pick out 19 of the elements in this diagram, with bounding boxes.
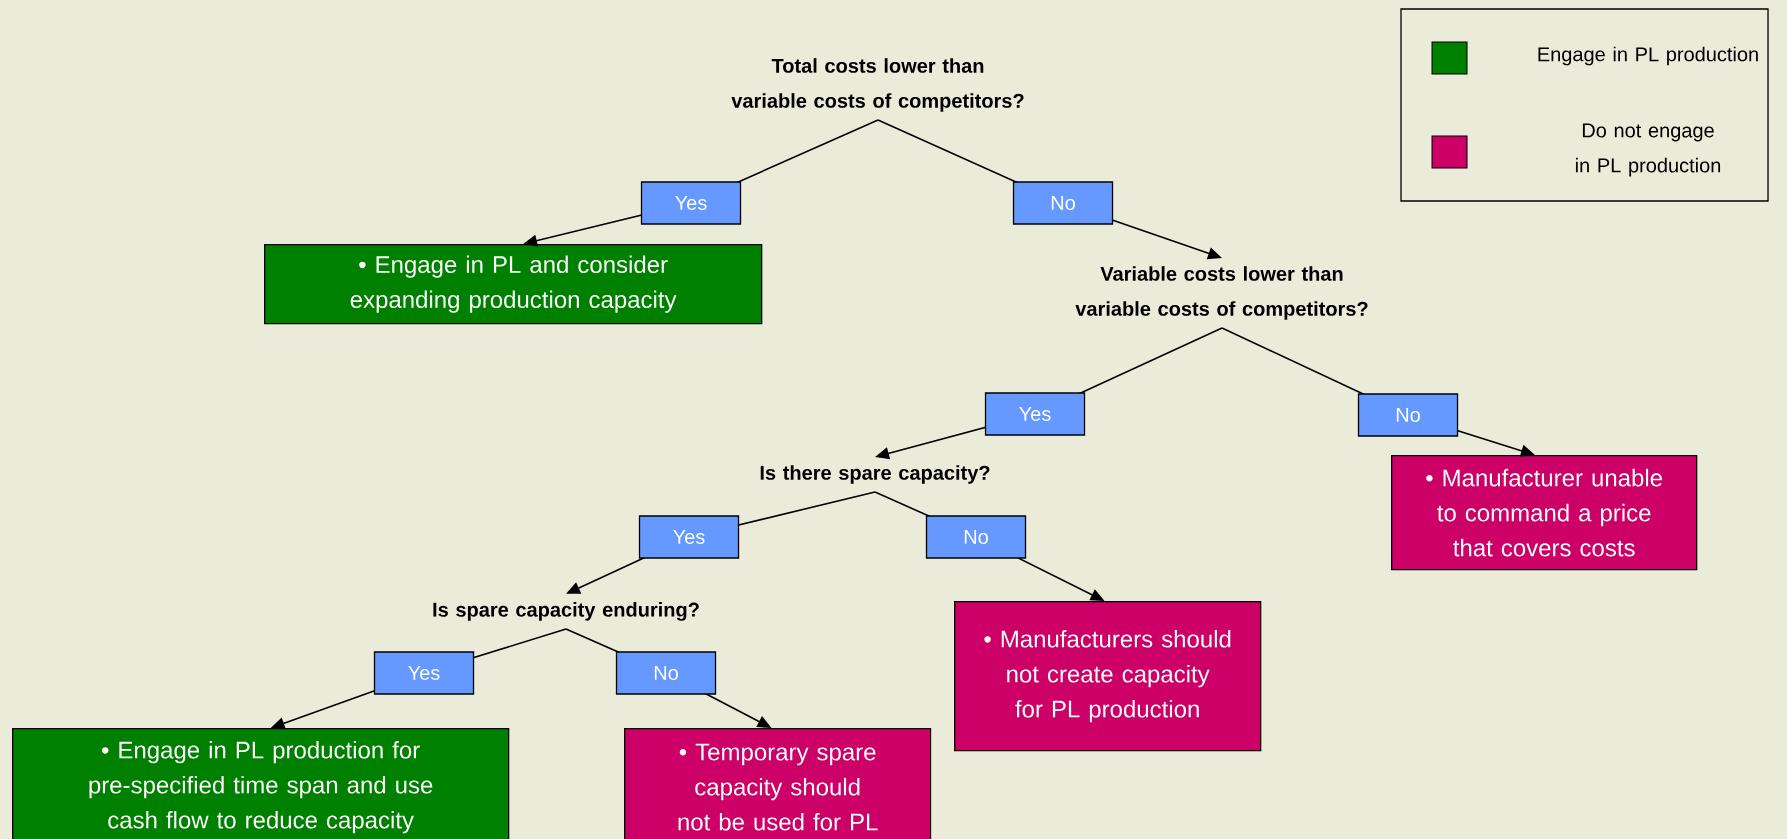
branch-label: No (925, 515, 1027, 559)
branch-label: Yes (373, 651, 475, 695)
branch-label: No (1012, 181, 1114, 225)
outcome-box: • Temporary spare capacity should not be used for PL (624, 728, 932, 839)
question-text: Is there spare capacity? (760, 465, 990, 484)
branch-label: No (1357, 393, 1459, 437)
question-text: Is spare capacity enduring? (433, 602, 699, 621)
branch-label: Yes (638, 515, 740, 559)
branch-label: Yes (984, 392, 1086, 436)
branch-label: Yes (640, 181, 742, 225)
outcome-box: • Engage in PL production for pre-specified time span and use cash flow to reduce capacity (12, 728, 510, 839)
question-text: Total costs lower than variable costs of competitors? (731, 58, 1024, 112)
outcome-box: • Manufacturer unable to command a price that covers costs (1391, 455, 1698, 571)
legend-label: Engage in PL production (1538, 46, 1758, 66)
legend-label: Do not engage in PL production (1575, 123, 1721, 177)
question-text: Variable costs lower than variable costs of competitors? (1075, 266, 1368, 320)
branch-label: No (615, 651, 717, 695)
outcome-box: • Engage in PL and consider expanding production capacity (264, 244, 763, 325)
outcome-box: • Manufacturers should not create capacity for PL production (954, 601, 1262, 752)
